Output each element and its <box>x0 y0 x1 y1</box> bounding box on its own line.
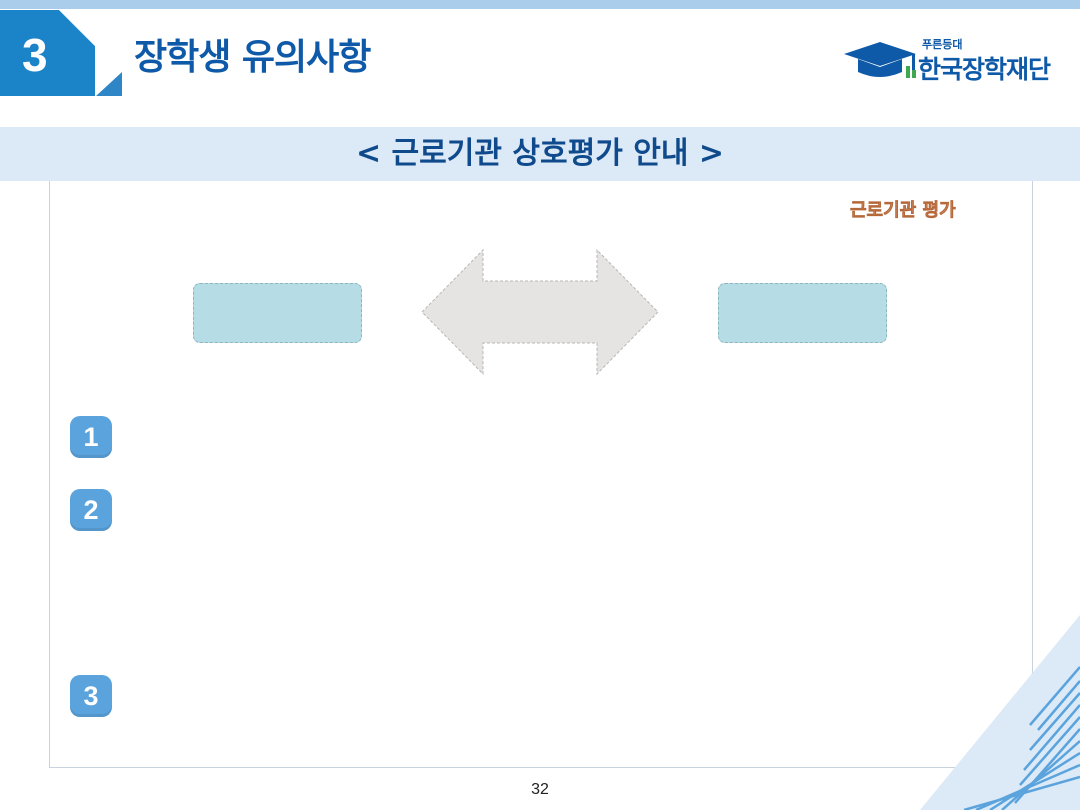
eval-label: 근로기관 평가 <box>850 200 956 222</box>
left-party-box <box>193 283 362 343</box>
logo-name: 한국장학재단 <box>918 55 1051 84</box>
section-tab-accent <box>96 72 122 96</box>
section-number: 3 <box>22 29 48 81</box>
page-number: 32 <box>531 781 549 798</box>
top-strip <box>0 0 1080 9</box>
subtitle: < 근로기관 상호평가 안내 > <box>355 136 725 171</box>
graduation-cap-icon <box>844 42 916 78</box>
item-number-badge-2: 2 <box>70 489 112 531</box>
page-title: 장학생 유의사항 <box>134 37 371 78</box>
double-arrow-icon <box>421 249 659 375</box>
content-box <box>49 181 1033 768</box>
subtitle-band <box>0 127 1080 181</box>
right-party-box <box>718 283 887 343</box>
item-number-badge-3: 3 <box>70 675 112 717</box>
item-number-badge-1: 1 <box>70 416 112 458</box>
foundation-logo: 푸른등대 한국장학재단 <box>842 36 1052 84</box>
decorative-stripes <box>920 615 1080 810</box>
logo-tagline: 푸른등대 <box>922 38 963 51</box>
section-tab: 3 <box>0 10 95 96</box>
